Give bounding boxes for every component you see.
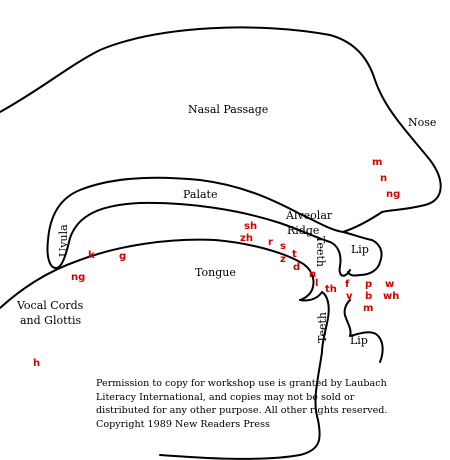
notice-line-1: Permission to copy for workshop use is g…	[96, 378, 387, 389]
sound-l: l	[315, 278, 318, 289]
sound-th: th	[325, 284, 337, 295]
head-outline	[0, 26, 442, 213]
tongue-outline	[0, 238, 315, 309]
notice-line-3: distributed for any other purpose. All o…	[96, 405, 388, 417]
sound-r: r	[268, 237, 273, 248]
lower-teeth-outline	[299, 291, 330, 353]
label-nasal-passage: Nasal Passage	[188, 103, 268, 116]
lower-lip-outline	[343, 299, 384, 363]
label-ridge: Ridge	[287, 224, 319, 237]
label-uvula: Uvula	[57, 224, 70, 257]
notice-line-4: Copyright 1989 New Readers Press	[96, 418, 270, 430]
sound-v: v	[346, 291, 353, 302]
sound-p: p	[365, 279, 372, 290]
label-and-glottis: and Glottis	[20, 314, 81, 327]
sound-sh: sh	[244, 221, 257, 232]
sound-h: h	[33, 358, 40, 369]
sound-z: z	[280, 254, 286, 265]
palate-outline	[46, 176, 383, 269]
sound-b: b	[365, 291, 372, 302]
label-teeth-lower: Teeth	[316, 312, 329, 343]
upper-teeth-outline	[329, 241, 351, 277]
sound-w: w	[385, 279, 394, 290]
label-lip-lower: Lip	[350, 334, 368, 347]
sound-g: g	[119, 251, 126, 262]
sound-t: t	[292, 249, 297, 260]
sound-f: f	[345, 279, 350, 290]
sound-m-nasal: m	[372, 157, 382, 168]
label-nose: Nose	[408, 116, 436, 129]
sound-ng-nasal: ng	[386, 189, 400, 200]
sound-d: d	[293, 262, 300, 273]
sound-k: k	[88, 250, 95, 261]
sound-n-nasal: n	[380, 173, 387, 184]
sound-ng-velar: ng	[71, 272, 85, 283]
label-teeth-upper: Teeth	[314, 236, 327, 267]
copyright-notice: Permission to copy for workshop use is g…	[96, 377, 441, 431]
jaw-outline	[159, 351, 323, 460]
sound-wh: wh	[383, 291, 399, 302]
label-palate: Palate	[183, 188, 217, 201]
label-lip-upper: Lip	[351, 243, 369, 256]
sound-m-lip: m	[363, 303, 373, 314]
label-alveolar: Alveolar	[285, 209, 333, 222]
sound-s: s	[280, 241, 286, 252]
label-tongue: Tongue	[195, 266, 236, 279]
sound-n-ridge: n	[309, 269, 316, 280]
label-vocal-cords: Vocal Cords	[16, 299, 84, 312]
upper-lip-outline	[342, 231, 383, 277]
notice-line-2: Literacy International, and copies may n…	[96, 391, 355, 403]
sound-zh: zh	[240, 233, 253, 244]
